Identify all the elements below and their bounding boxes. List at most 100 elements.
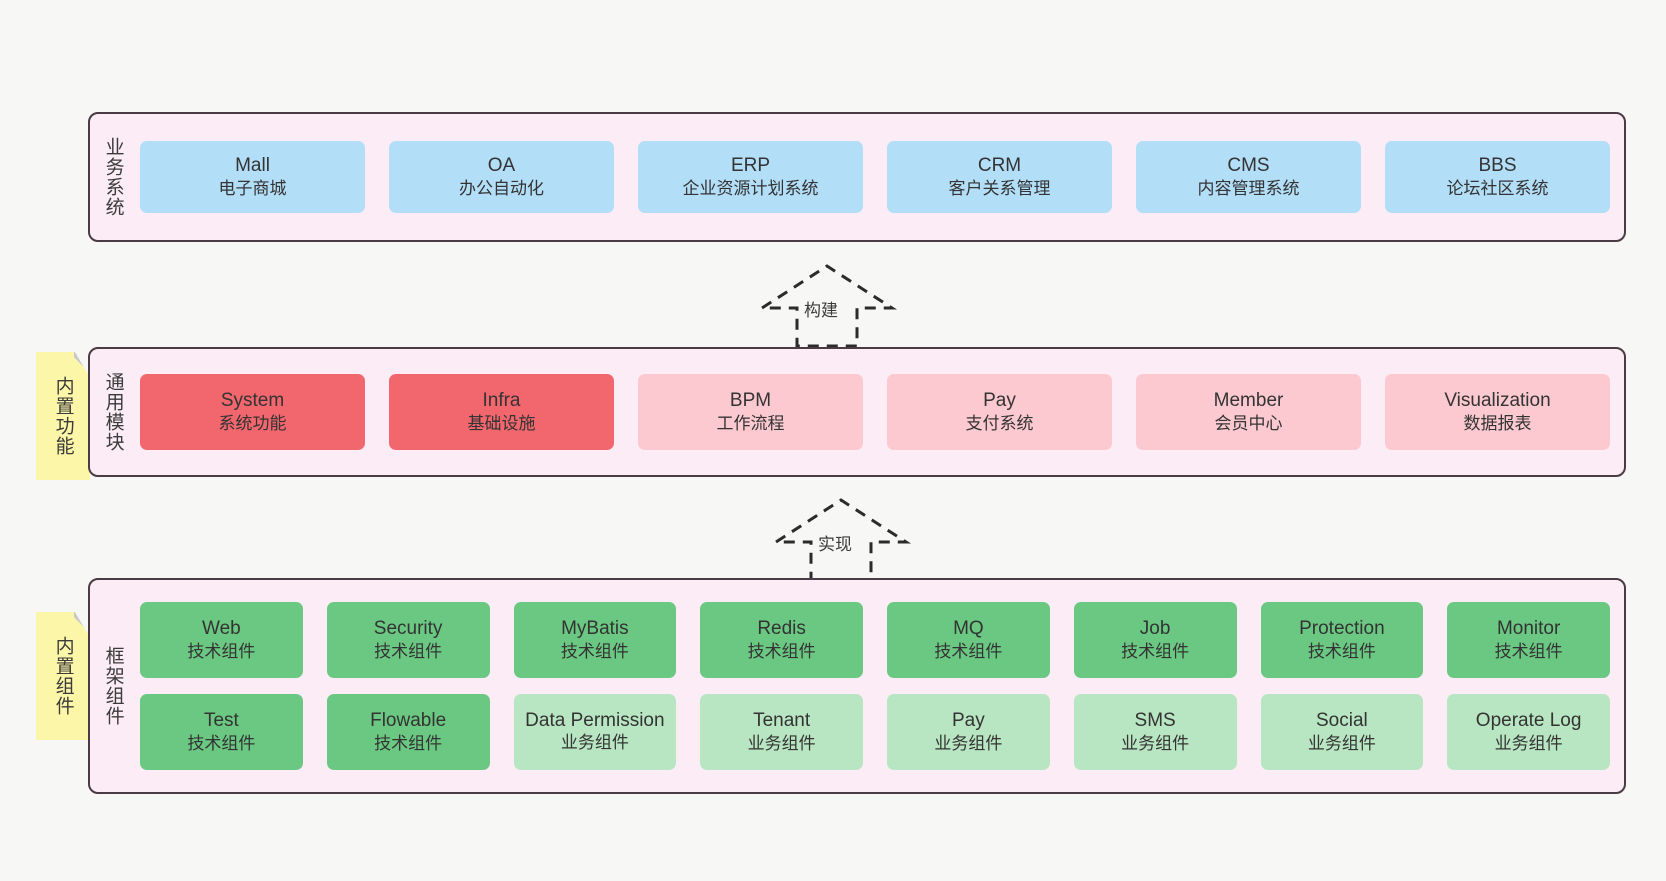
card-bpm[interactable]: BPM 工作流程 <box>638 374 863 450</box>
card-title: Data Permission <box>525 710 665 732</box>
layer-body-framework-component: Web 技术组件 Security 技术组件 MyBatis 技术组件 Redi… <box>136 580 1624 792</box>
card-subtitle: 业务组件 <box>560 732 629 752</box>
sticky-note-builtin-components: 内置组件 <box>36 612 90 740</box>
connector-build-label: 构建 <box>804 301 838 320</box>
card-subtitle: 业务组件 <box>1121 734 1190 754</box>
card-title: Security <box>373 617 443 639</box>
card-title: Infra <box>482 389 521 411</box>
card-cms[interactable]: CMS 内容管理系统 <box>1136 141 1361 213</box>
card-title: Job <box>1139 617 1171 639</box>
card-title: Test <box>203 709 239 731</box>
card-subtitle: 技术组件 <box>187 642 256 662</box>
layer-label-common-module: 通用模块 <box>102 372 124 452</box>
card-title: Protection <box>1299 617 1385 639</box>
card-mybatis[interactable]: MyBatis 技术组件 <box>513 602 677 678</box>
card-subtitle: 支付系统 <box>965 414 1034 434</box>
card-bbs[interactable]: BBS 论坛社区系统 <box>1385 141 1610 213</box>
card-subtitle: 技术组件 <box>187 734 256 754</box>
sticky-note-builtin-features: 内置功能 <box>36 352 90 480</box>
card-social[interactable]: Social 业务组件 <box>1260 694 1424 770</box>
card-erp[interactable]: ERP 企业资源计划系统 <box>638 141 863 213</box>
card-subtitle: 业务组件 <box>747 734 816 754</box>
card-monitor[interactable]: Monitor 技术组件 <box>1447 602 1610 678</box>
card-test[interactable]: Test 技术组件 <box>140 694 303 770</box>
layer-body-business-system: Mall 电子商城 OA 办公自动化 ERP 企业资源计划系统 CRM 客户关系… <box>136 114 1624 240</box>
card-tenant[interactable]: Tenant 业务组件 <box>700 694 863 770</box>
card-security[interactable]: Security 技术组件 <box>326 602 490 678</box>
card-subtitle: 工作流程 <box>716 414 785 434</box>
sticky-note-text: 内置组件 <box>52 636 74 716</box>
card-subtitle: 技术组件 <box>374 642 443 662</box>
layer-common-module: 通用模块 System 系统功能 Infra 基础设施 BPM 工作流程 Pay… <box>88 347 1626 477</box>
layer-business-system: 业务系统 Mall 电子商城 OA 办公自动化 ERP 企业资源计划系统 CRM… <box>88 112 1626 242</box>
card-subtitle: 技术组件 <box>747 642 816 662</box>
card-subtitle: 客户关系管理 <box>948 179 1051 199</box>
card-title: Tenant <box>753 709 811 731</box>
layer-body-common-module: System 系统功能 Infra 基础设施 BPM 工作流程 Pay 支付系统… <box>136 349 1624 475</box>
card-flowable[interactable]: Flowable 技术组件 <box>326 694 490 770</box>
card-title: Mall <box>235 154 270 176</box>
card-web[interactable]: Web 技术组件 <box>140 602 303 678</box>
card-title: OA <box>487 154 516 176</box>
row-framework-technical: Web 技术组件 Security 技术组件 MyBatis 技术组件 Redi… <box>140 602 1610 678</box>
card-subtitle: 业务组件 <box>1494 734 1563 754</box>
card-subtitle: 技术组件 <box>1307 642 1376 662</box>
card-subtitle: 技术组件 <box>1494 642 1563 662</box>
card-infra[interactable]: Infra 基础设施 <box>389 374 614 450</box>
card-subtitle: 系统功能 <box>218 414 287 434</box>
card-subtitle: 基础设施 <box>467 414 536 434</box>
connector-implement: 实现 <box>770 492 921 584</box>
row-framework-business: Test 技术组件 Flowable 技术组件 Data Permission … <box>140 694 1610 770</box>
connector-implement-label: 实现 <box>818 535 852 554</box>
card-pay-component[interactable]: Pay 业务组件 <box>887 694 1050 770</box>
card-subtitle: 业务组件 <box>934 734 1003 754</box>
card-title: ERP <box>730 154 771 176</box>
layer-framework-component: 框架组件 Web 技术组件 Security 技术组件 MyBatis 技术组件… <box>88 578 1626 794</box>
card-title: Pay <box>952 709 985 731</box>
card-title: Visualization <box>1444 389 1551 411</box>
card-title: Flowable <box>370 709 447 731</box>
card-subtitle: 办公自动化 <box>459 179 544 199</box>
card-subtitle: 数据报表 <box>1463 414 1532 434</box>
card-operate-log[interactable]: Operate Log 业务组件 <box>1447 694 1610 770</box>
card-subtitle: 会员中心 <box>1214 414 1283 434</box>
card-redis[interactable]: Redis 技术组件 <box>700 602 863 678</box>
card-job[interactable]: Job 技术组件 <box>1073 602 1237 678</box>
card-title: Social <box>1316 709 1368 731</box>
card-mq[interactable]: MQ 技术组件 <box>887 602 1050 678</box>
row-common-module: System 系统功能 Infra 基础设施 BPM 工作流程 Pay 支付系统… <box>140 374 1610 450</box>
card-title: CRM <box>977 154 1022 176</box>
card-subtitle: 企业资源计划系统 <box>682 179 819 199</box>
card-title: Web <box>202 617 241 639</box>
card-crm[interactable]: CRM 客户关系管理 <box>887 141 1112 213</box>
card-pay-module[interactable]: Pay 支付系统 <box>887 374 1112 450</box>
card-title: BBS <box>1478 154 1517 176</box>
card-subtitle: 技术组件 <box>934 642 1003 662</box>
card-mall[interactable]: Mall 电子商城 <box>140 141 365 213</box>
card-member[interactable]: Member 会员中心 <box>1136 374 1361 450</box>
card-subtitle: 技术组件 <box>374 734 443 754</box>
card-subtitle: 论坛社区系统 <box>1446 179 1549 199</box>
card-title: Operate Log <box>1475 709 1582 731</box>
card-title: Monitor <box>1496 617 1561 639</box>
card-title: MQ <box>953 617 984 639</box>
card-subtitle: 内容管理系统 <box>1197 179 1300 199</box>
card-title: SMS <box>1134 709 1176 731</box>
card-data-permission[interactable]: Data Permission 业务组件 <box>513 694 677 770</box>
card-sms[interactable]: SMS 业务组件 <box>1073 694 1237 770</box>
card-subtitle: 技术组件 <box>1121 642 1190 662</box>
card-title: System <box>220 389 285 411</box>
card-subtitle: 电子商城 <box>218 179 287 199</box>
card-subtitle: 技术组件 <box>560 642 629 662</box>
card-oa[interactable]: OA 办公自动化 <box>389 141 614 213</box>
layer-label-framework-component: 框架组件 <box>102 646 124 726</box>
card-subtitle: 业务组件 <box>1307 734 1376 754</box>
card-visualization[interactable]: Visualization 数据报表 <box>1385 374 1610 450</box>
card-protection[interactable]: Protection 技术组件 <box>1260 602 1424 678</box>
sticky-note-text: 内置功能 <box>52 376 74 456</box>
card-title: Member <box>1213 389 1284 411</box>
card-title: MyBatis <box>561 617 629 639</box>
card-system[interactable]: System 系统功能 <box>140 374 365 450</box>
card-title: Redis <box>757 617 806 639</box>
